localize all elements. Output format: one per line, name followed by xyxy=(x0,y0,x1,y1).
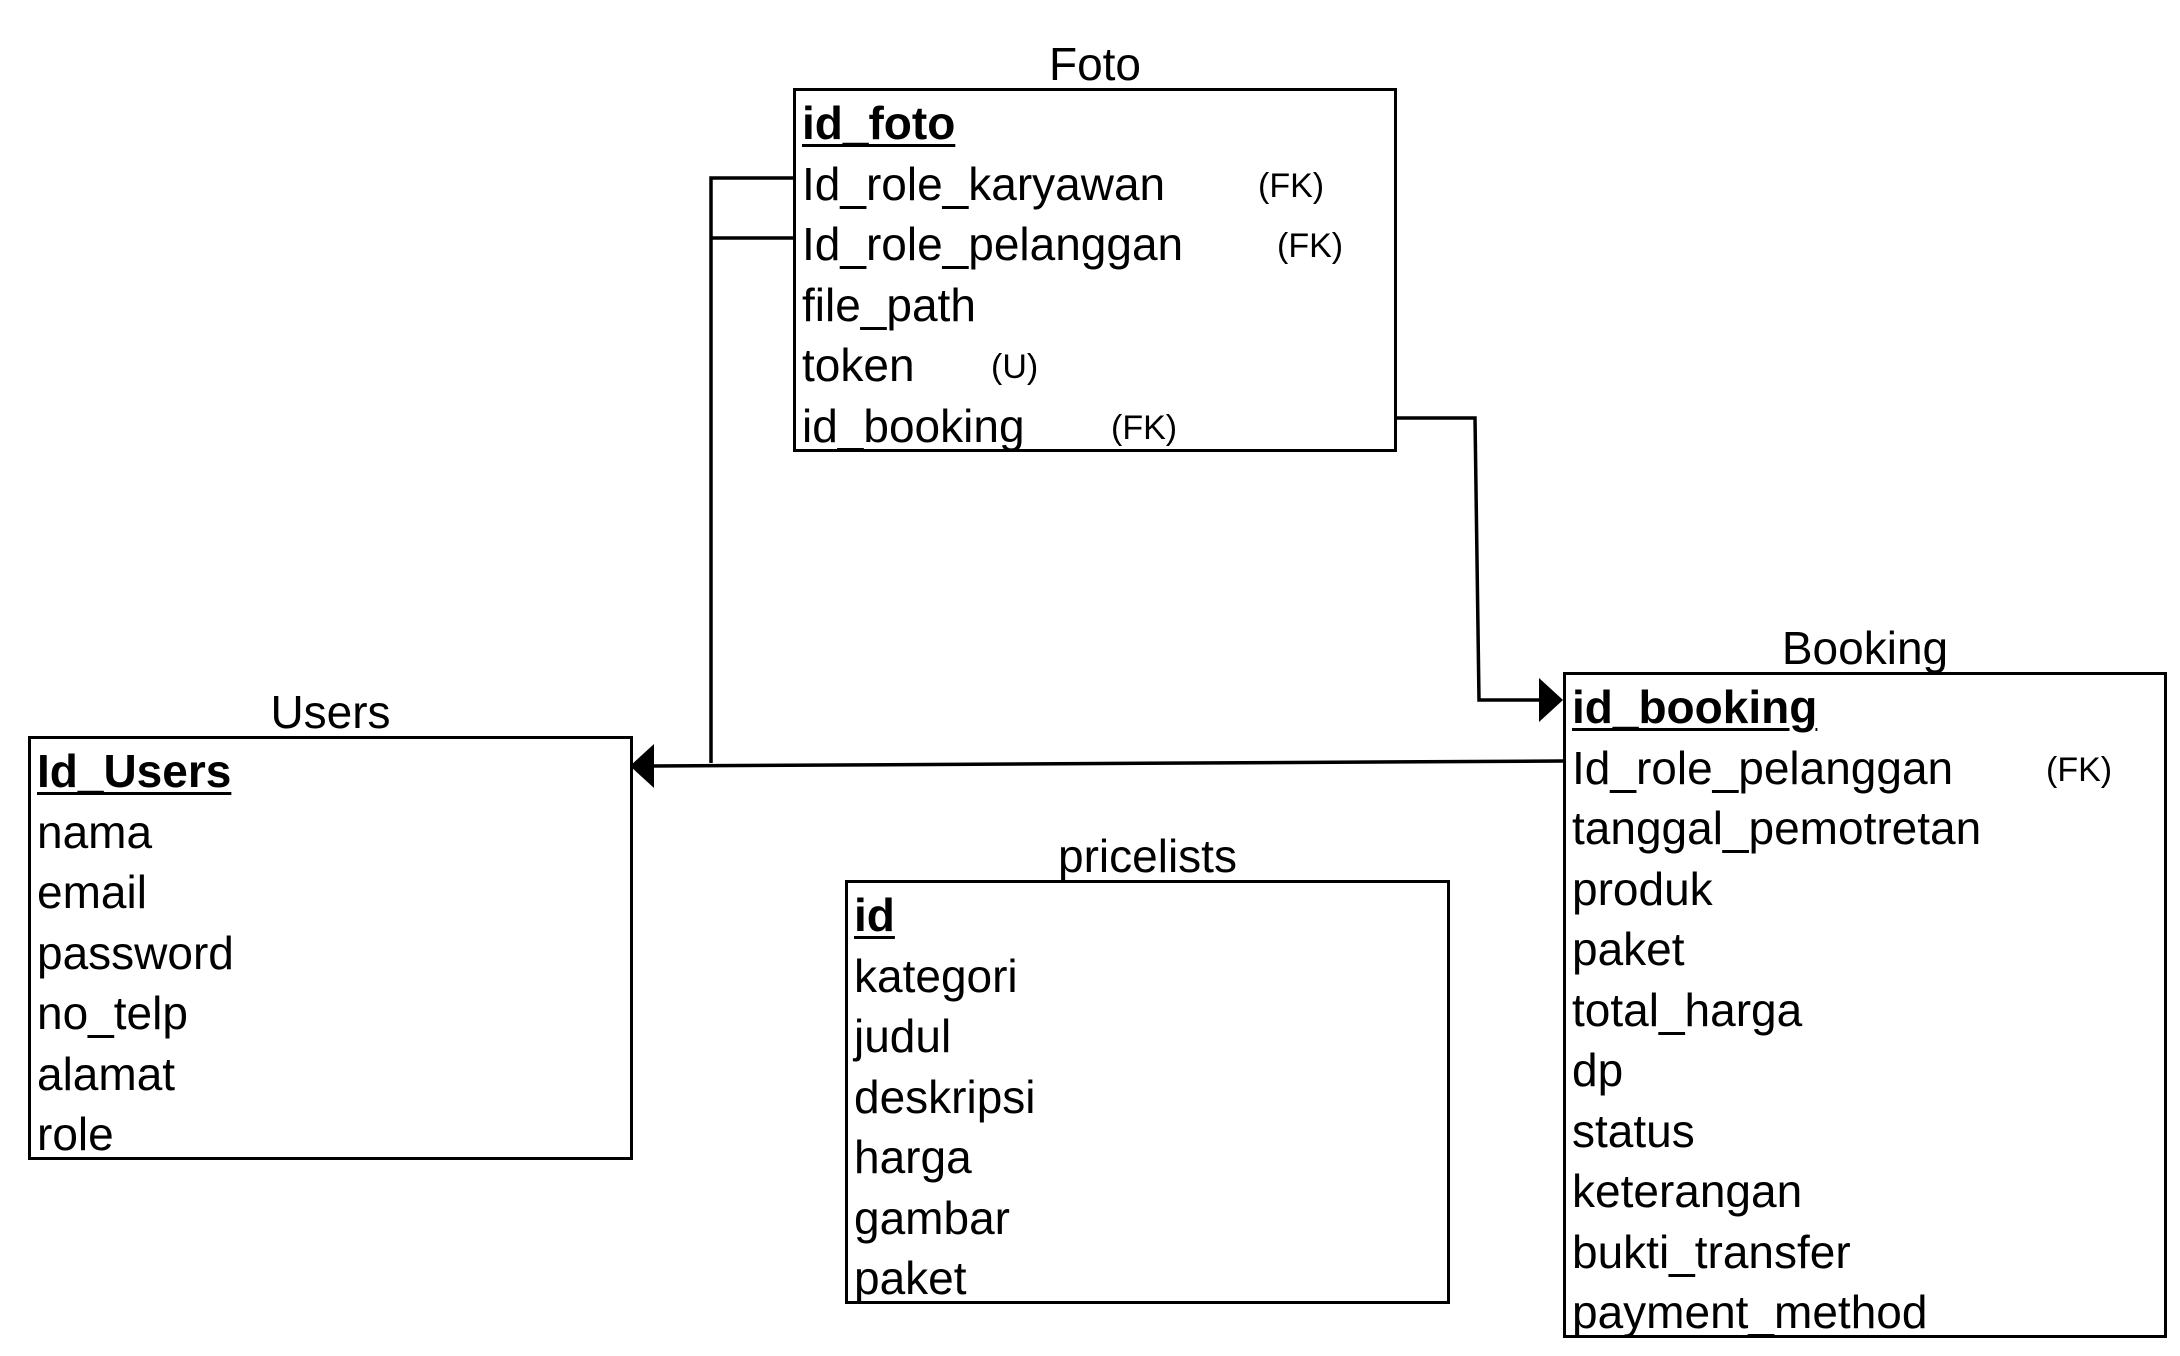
foto-field-row: token (U) xyxy=(796,335,1394,396)
foto-field-key-tag: (FK) xyxy=(1277,227,1344,265)
foto-field-key-tag: (U) xyxy=(991,348,1039,386)
booking-field-row: payment_method xyxy=(1566,1282,2164,1343)
pricelists-field-name: harga xyxy=(854,1131,972,1183)
pricelists-field-name: judul xyxy=(854,1010,952,1062)
booking-field-name: dp xyxy=(1572,1044,1624,1096)
foto-field-row: id_booking (FK) xyxy=(796,396,1394,457)
users-field-name: role xyxy=(37,1108,114,1160)
booking-field-row: status xyxy=(1566,1101,2164,1162)
foto-field-name: token xyxy=(802,339,915,391)
booking-field-row: keterangan xyxy=(1566,1161,2164,1222)
entity-title-pricelists: pricelists xyxy=(1058,830,1237,882)
foto-field-key-tag: (FK) xyxy=(1111,408,1178,447)
connector-foto-booking xyxy=(1397,416,1541,702)
users-field-name: no_telp xyxy=(37,987,188,1039)
arrowhead-users xyxy=(630,744,654,788)
pricelists-field-row: harga xyxy=(848,1127,1447,1188)
booking-field-name: paket xyxy=(1572,923,1685,975)
booking-field-row: tanggal_pemotretan xyxy=(1566,798,2164,859)
users-field-name: email xyxy=(37,866,147,918)
booking-field-row: id_booking xyxy=(1566,677,2164,738)
pricelists-primary-key: id xyxy=(854,889,895,941)
foto-field-key-tag: (FK) xyxy=(1258,166,1325,205)
foto-field-name: Id_role_karyawan xyxy=(802,157,1166,210)
users-primary-key: Id_Users xyxy=(37,745,232,797)
users-field-row: role xyxy=(31,1104,630,1165)
foto-primary-key: id_foto xyxy=(802,97,956,149)
users-field-name: nama xyxy=(37,805,153,858)
foto-field-row: id_foto xyxy=(796,93,1394,154)
entity-title-foto: Foto xyxy=(1048,38,1142,90)
foto-field-row: file_path xyxy=(796,275,1394,336)
pricelists-field-row: deskripsi xyxy=(848,1067,1447,1128)
booking-field-name: total_harga xyxy=(1572,983,1803,1036)
booking-field-row: dp xyxy=(1566,1040,2164,1101)
booking-field-name: keterangan xyxy=(1572,1165,1803,1217)
booking-field-key-tag: (FK) xyxy=(2046,750,2113,789)
foto-field-name: file_path xyxy=(802,278,976,331)
booking-field-name: payment_method xyxy=(1572,1286,1928,1338)
users-field-row: Id_Users xyxy=(31,741,630,802)
foto-field-name: id_booking xyxy=(802,399,1025,452)
foto-field-row: Id_role_pelanggan (FK) xyxy=(796,214,1394,275)
pricelists-field-row: paket xyxy=(848,1248,1447,1309)
pricelists-field-name: gambar xyxy=(854,1191,1010,1244)
pricelists-field-row: kategori xyxy=(848,946,1447,1007)
users-field-row: alamat xyxy=(31,1044,630,1105)
booking-field-row: bukti_transfer xyxy=(1566,1222,2164,1283)
arrowhead-booking xyxy=(1539,678,1563,722)
booking-field-name: Id_role_pelanggan xyxy=(1572,741,1954,794)
booking-field-row: total_harga xyxy=(1566,980,2164,1041)
pricelists-field-name: paket xyxy=(854,1252,967,1304)
booking-field-name: tanggal_pemotretan xyxy=(1572,802,1982,854)
connector-foto-karyawan-users xyxy=(709,176,793,763)
pricelists-field-row: judul xyxy=(848,1006,1447,1067)
entity-title-booking: Booking xyxy=(1781,622,1949,674)
booking-field-row: produk xyxy=(1566,859,2164,920)
pricelists-field-name: deskripsi xyxy=(854,1070,1036,1123)
entity-title-users: Users xyxy=(270,686,391,738)
booking-field-name: bukti_transfer xyxy=(1572,1225,1851,1278)
users-field-row: nama xyxy=(31,802,630,863)
connector-booking-pelanggan-users xyxy=(651,759,1564,768)
users-field-row: password xyxy=(31,923,630,984)
booking-primary-key: id_booking xyxy=(1572,681,1818,733)
foto-field-row: Id_role_karyawan (FK) xyxy=(796,154,1394,215)
users-field-name: password xyxy=(37,926,234,979)
booking-field-name: status xyxy=(1572,1104,1695,1157)
users-field-row: email xyxy=(31,862,630,923)
pricelists-field-row: id xyxy=(848,885,1447,946)
booking-field-row: paket xyxy=(1566,919,2164,980)
entity-pricelists: id kategori judul deskripsi harga gambar paket xyxy=(845,880,1450,1304)
booking-field-row: Id_role_pelanggan (FK) xyxy=(1566,738,2164,799)
foto-field-name: Id_role_pelanggan xyxy=(802,218,1184,270)
users-field-name: alamat xyxy=(37,1047,176,1100)
pricelists-field-name: kategori xyxy=(854,949,1018,1002)
booking-field-name: produk xyxy=(1572,862,1713,915)
users-field-row: no_telp xyxy=(31,983,630,1044)
pricelists-field-row: gambar xyxy=(848,1188,1447,1249)
